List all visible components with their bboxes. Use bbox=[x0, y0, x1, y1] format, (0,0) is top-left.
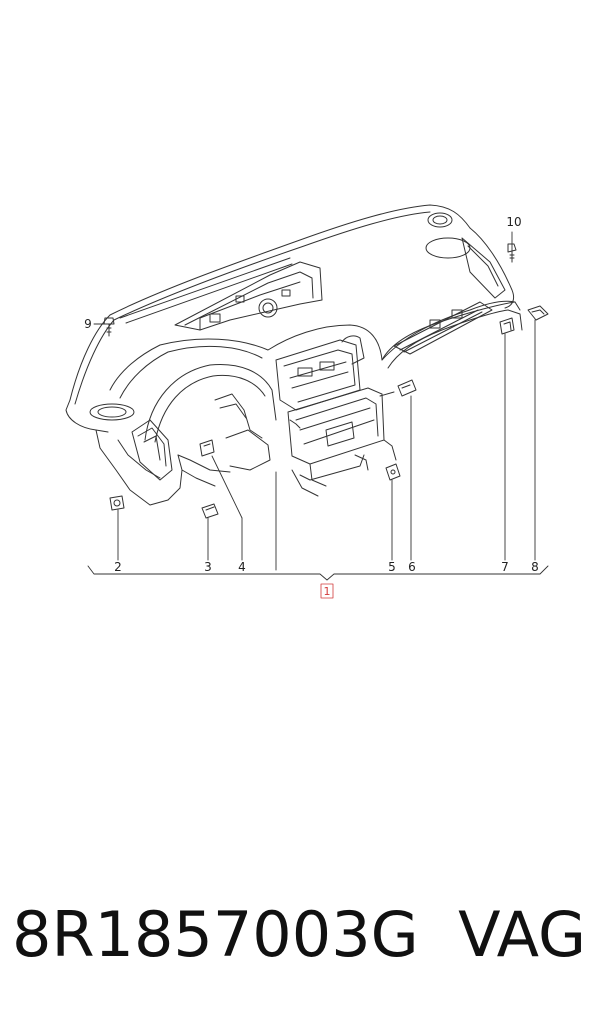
clip-part-3 bbox=[201, 503, 219, 519]
bracket-part-6 bbox=[397, 379, 417, 397]
clip-part-5 bbox=[385, 463, 401, 481]
clip-part-8 bbox=[527, 305, 549, 321]
brand-name: VAG bbox=[458, 898, 586, 971]
callout-10: 10 bbox=[506, 215, 521, 229]
callout-8: 8 bbox=[531, 560, 539, 574]
clip-part-7 bbox=[499, 317, 515, 335]
footer: 8R1857003G VAG bbox=[0, 890, 600, 990]
main-callout-box: 1 bbox=[320, 583, 334, 599]
callout-3: 3 bbox=[204, 560, 212, 574]
leader-lines bbox=[87, 231, 549, 581]
callout-9: 9 bbox=[84, 317, 92, 331]
clip-part-4 bbox=[199, 439, 215, 457]
callout-4: 4 bbox=[238, 560, 246, 574]
callout-2: 2 bbox=[114, 560, 122, 574]
callout-1: 1 bbox=[324, 585, 331, 598]
exploded-parts-diagram: 2 3 4 5 6 7 8 9 10 1 bbox=[65, 204, 549, 599]
callout-7: 7 bbox=[501, 560, 509, 574]
dashboard-panel bbox=[65, 204, 523, 506]
nut-part-2 bbox=[109, 495, 125, 511]
screw-part-9 bbox=[103, 317, 115, 337]
part-number: 8R1857003G bbox=[12, 898, 419, 971]
callout-6: 6 bbox=[408, 560, 416, 574]
callout-5: 5 bbox=[388, 560, 396, 574]
callout-labels: 2 3 4 5 6 7 8 9 10 bbox=[84, 215, 539, 574]
